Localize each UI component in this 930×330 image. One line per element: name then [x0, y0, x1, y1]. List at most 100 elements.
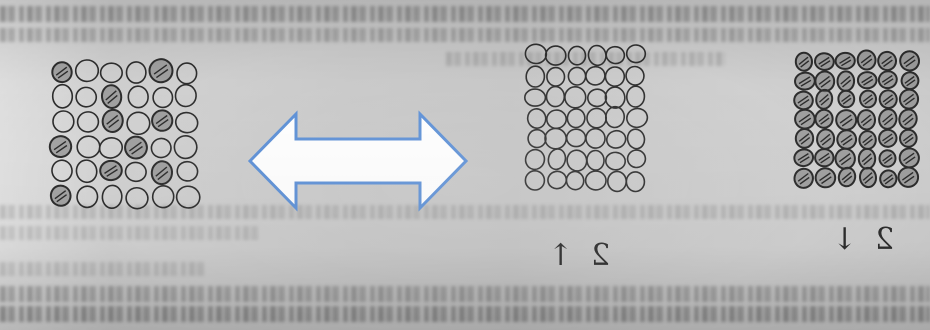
empty-circle	[51, 83, 74, 109]
circle-scribble	[839, 114, 853, 127]
circle-scribble	[882, 94, 894, 106]
empty-circle	[545, 85, 566, 108]
circle-scribble	[903, 152, 916, 165]
empty-circle	[124, 161, 147, 183]
shaded-circle	[814, 167, 837, 189]
circle-scribble	[883, 174, 894, 185]
shaded-circle	[150, 160, 174, 186]
shaded-circle	[101, 108, 124, 133]
shaded-circle	[124, 135, 148, 160]
circle-scribble	[840, 75, 852, 88]
circle-scribble	[903, 55, 916, 68]
empty-circle	[626, 149, 647, 169]
bleed-through-text-line	[0, 306, 930, 322]
circle-scribble	[904, 75, 916, 87]
empty-circle	[567, 45, 587, 66]
shaded-circle	[900, 71, 920, 91]
circle-scribble	[106, 114, 120, 129]
empty-circle	[547, 170, 568, 190]
shaded-circle	[814, 70, 836, 93]
circle-scribble	[818, 152, 831, 164]
circle-scribble	[841, 94, 852, 105]
empty-circle	[125, 186, 149, 210]
handwritten-label-right: ↓2	[832, 222, 894, 257]
empty-circle	[544, 45, 567, 66]
empty-circle	[150, 137, 172, 159]
shaded-circle	[814, 52, 835, 71]
empty-circle	[587, 88, 608, 108]
circle-scribble	[882, 153, 893, 164]
circle-scribble	[155, 114, 169, 128]
bleed-through-text-line	[0, 262, 205, 276]
empty-circle	[52, 110, 75, 133]
shaded-circle	[837, 166, 857, 188]
circle-scribble	[105, 90, 118, 104]
shaded-circle	[835, 109, 858, 131]
shaded-circle	[793, 148, 815, 168]
empty-circle	[173, 135, 198, 160]
shaded-circle	[856, 109, 877, 131]
handwritten-label-middle: ↑2	[548, 238, 610, 273]
empty-circle	[125, 61, 147, 84]
empty-circle	[605, 151, 626, 171]
shaded-circle	[877, 50, 898, 72]
double-headed-arrow-icon-shape	[248, 110, 468, 212]
empty-circle	[565, 170, 585, 191]
shaded-circle	[794, 51, 814, 72]
shaded-circle	[151, 109, 174, 132]
circle-scribble	[818, 56, 831, 68]
shaded-circle	[857, 147, 877, 170]
empty-circle	[604, 86, 626, 109]
empty-circle	[74, 59, 100, 83]
empty-circle	[605, 45, 626, 65]
circle-scribble	[797, 153, 810, 164]
empty-circle	[524, 88, 547, 107]
empty-circle	[98, 137, 124, 159]
shaded-circle	[49, 184, 72, 207]
circle-scribble	[128, 141, 143, 155]
circle-grid-left	[40, 50, 210, 220]
circle-scribble	[860, 114, 872, 127]
shaded-circle	[834, 147, 856, 170]
circle-scribble	[860, 54, 873, 67]
shaded-circle	[815, 88, 834, 110]
empty-circle	[566, 149, 588, 172]
empty-circle	[524, 148, 546, 171]
circle-scribble	[153, 64, 169, 79]
empty-circle	[75, 86, 98, 108]
shaded-circle	[897, 166, 920, 188]
empty-circle	[76, 185, 99, 209]
shaded-circle	[100, 84, 123, 109]
circle-scribble	[53, 140, 68, 154]
empty-circle	[544, 127, 567, 150]
empty-circle	[524, 43, 548, 65]
empty-circle	[524, 170, 546, 191]
up-arrow-icon: ↑	[548, 238, 576, 273]
down-arrow-icon: ↓	[832, 222, 860, 257]
shaded-circle	[99, 159, 123, 182]
circle-scribble	[882, 113, 894, 126]
circle-scribble	[861, 75, 874, 86]
circle-scribble	[862, 134, 873, 146]
shaded-circle	[816, 128, 836, 150]
circle-scribble	[902, 133, 914, 144]
circle-scribble	[840, 134, 853, 146]
empty-circle	[585, 65, 606, 86]
circle-scribble	[838, 153, 852, 166]
empty-circle	[99, 62, 124, 84]
shaded-circle	[856, 49, 877, 71]
circle-grid-left-drawing	[48, 58, 201, 210]
empty-circle	[75, 159, 98, 184]
shaded-circle	[899, 50, 921, 72]
empty-circle	[76, 111, 100, 133]
empty-circle	[152, 86, 174, 109]
empty-circle	[604, 66, 626, 87]
empty-circle	[604, 105, 626, 129]
shaded-circle	[898, 88, 920, 110]
empty-circle	[526, 108, 547, 129]
circle-scribble	[861, 153, 873, 166]
shaded-circle	[836, 129, 858, 150]
empty-circle	[101, 184, 123, 209]
circle-scribble	[881, 74, 894, 86]
